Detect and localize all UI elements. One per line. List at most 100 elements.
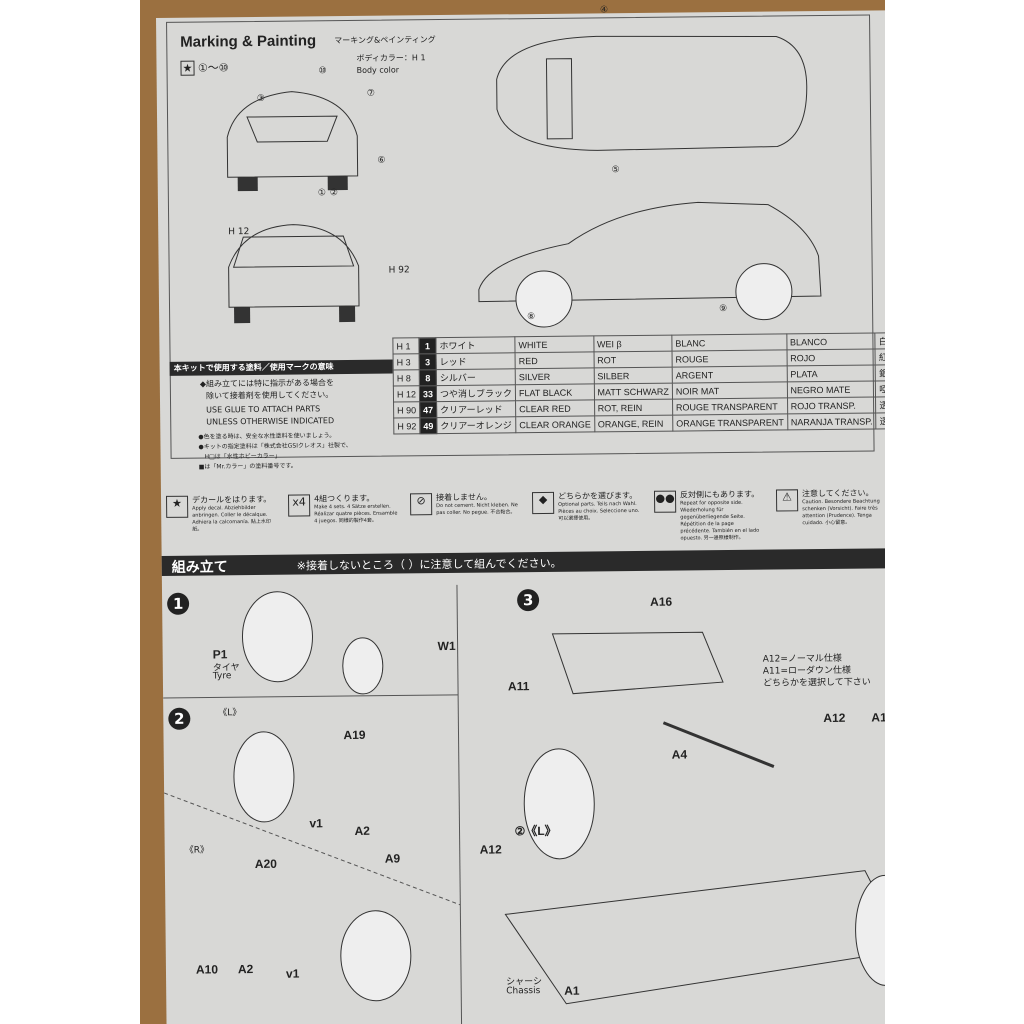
paint-cell: RED <box>515 351 594 369</box>
callout-9: ⑨ <box>719 304 728 315</box>
note-b3: H□は「水性ホビーカラー」 <box>204 452 281 461</box>
legend-text: Repeat for opposite side. Wiederholung f… <box>680 499 760 542</box>
paint-cell: 49 <box>419 417 437 434</box>
legend-jp: デカールをはります。 <box>192 494 272 505</box>
part-a4: A4 <box>671 747 688 762</box>
note-jp-2: 除いて接着剤を使用してください。 <box>205 390 334 401</box>
paint-cell: ROUGE <box>671 349 787 368</box>
callout-3: ③ <box>256 93 265 104</box>
part-a19: A19 <box>343 727 366 743</box>
part-a9: A9 <box>384 851 401 866</box>
legend-text: Apply decal. Abziehbilder anbringen. Col… <box>192 504 271 533</box>
paint-cell: CLEAR RED <box>515 399 595 417</box>
part-v1-r: v1 <box>285 966 300 981</box>
note-b2: ●キットの指定塗料は「株式会社GSIクレオス」社製で、 <box>198 441 352 451</box>
paint-cell: 透明橙色 <box>875 412 885 429</box>
step-2-badge: 2 <box>168 707 191 730</box>
tyre-label: Tyre <box>212 671 232 682</box>
paint-cell: MATT SCHWARZ <box>593 383 673 400</box>
assembly-heading: 組み立て <box>171 559 228 576</box>
paint-cell: 銀色 <box>875 364 885 381</box>
paint-cell: SILBER <box>593 367 673 384</box>
part-a12: A12 <box>479 842 502 857</box>
paint-cell: ROJO TRANSP. <box>787 396 876 414</box>
symbol-legend: ★デカールをはります。Apply decal. Abziehbilder anb… <box>166 488 885 556</box>
paint-cell: ORANGE, REIN <box>594 415 673 432</box>
paint-cell: 透明紅色 <box>875 396 885 413</box>
paint-cell: WHITE <box>514 335 594 353</box>
part-a1: A1 <box>564 983 580 998</box>
section-title-jp: マーキング&ペインティング <box>334 35 436 46</box>
callout-8: ⑧ <box>527 312 536 323</box>
legend-text: Do not cement. Nicht kleben. Ne pas coll… <box>436 502 518 517</box>
instruction-sheet-photo: Marking & Painting マーキング&ペインティング ★ ①～⑩ ボ… <box>140 0 885 1024</box>
part-w1: W1 <box>437 638 456 654</box>
legend-item: ★デカールをはります。Apply decal. Abziehbilder anb… <box>166 495 277 556</box>
paint-cell: PLATA <box>786 364 876 382</box>
step-1-badge: 1 <box>167 592 190 615</box>
step-3-badge: 3 <box>517 589 540 612</box>
caution-icon: ⚠ <box>775 489 799 512</box>
paint-cell: H 3 <box>393 353 420 371</box>
legend-text: Make 4 sets. 4 Sätze erstellen. Réalizar… <box>314 503 398 525</box>
opposite-side-icon: ●● <box>653 490 677 513</box>
legend-text: Optional parts. Teils nach Wahl. Pièces … <box>558 500 640 522</box>
note-en-2: UNLESS OTHERWISE INDICATED <box>206 416 335 427</box>
paint-cell: 3 <box>419 353 437 370</box>
paint-cell: ARGENT <box>672 365 787 384</box>
paint-cell: WEI β <box>593 335 672 352</box>
callout-4: ④ <box>599 5 609 16</box>
paint-cell: 33 <box>419 385 437 402</box>
paint-cell: SILVER <box>515 367 594 385</box>
left-side-label: 《L》 <box>218 708 242 719</box>
paint-cell: ROJO <box>786 348 876 366</box>
paint-cell: 1 <box>418 337 437 354</box>
paint-cell: CLEAR ORANGE <box>515 415 595 433</box>
paint-cell: 白色 <box>875 332 885 349</box>
paint-cell: H 90 <box>393 401 420 419</box>
decal-range: ①～⑩ <box>197 61 229 75</box>
paint-cell: ROT <box>593 351 673 368</box>
paint-cell: 47 <box>419 401 437 418</box>
part-a10: A10 <box>195 962 219 977</box>
note-en-1: USE GLUE TO ATTACH PARTS <box>206 404 321 415</box>
callout-10: ⑩ <box>318 66 327 77</box>
car-rear-view-drawing <box>226 91 359 192</box>
car-top-view-drawing <box>496 35 808 151</box>
paint-cell: レッド <box>436 352 516 370</box>
paint-cell: BLANC <box>671 333 787 352</box>
paint-cell: つや消しブラック <box>436 384 516 402</box>
paint-cell: ホワイト <box>435 336 516 354</box>
paint-cell: BLANCO <box>786 332 876 350</box>
legend-item: ⚠注意してください。Caution. Besondere Beachtung s… <box>775 488 885 549</box>
part-a16: A16 <box>650 594 673 609</box>
legend-text: Caution. Besondere Beachtung schenken (V… <box>802 498 880 527</box>
paint-cell: ORANGE TRANSPARENT <box>672 413 788 432</box>
note-b4: ■は「Mr.カラー」の塗料番号です。 <box>198 462 297 471</box>
paint-cell: FLAT BLACK <box>515 383 595 401</box>
paint-cell: クリアーオレンジ <box>436 416 516 434</box>
note-b1: ●色を塗る時は、安全な水性塗料を使いましょう。 <box>198 432 336 441</box>
callout-1: ① <box>317 188 326 199</box>
left-part-2: ②《L》 <box>514 823 557 839</box>
paint-h12-label: H 12 <box>228 227 250 238</box>
paint-cell: NOIR MAT <box>672 381 788 400</box>
callout-2: ② <box>329 188 338 199</box>
paint-cell: 啞黑色 <box>875 380 885 397</box>
assembly-note: ※接着しないところ（ ）に注意して組んでください。 <box>296 556 562 573</box>
legend-item: ●●反対側にもあります。Repeat for opposite side. Wi… <box>653 489 765 551</box>
optional-parts-icon: ◆ <box>531 491 555 515</box>
right-side-label: 《R》 <box>184 845 210 856</box>
paint-cell: NARANJA TRANSP. <box>787 412 877 430</box>
paints-heading: 本キットで使用する塗料／使用マークの意味 <box>169 359 393 376</box>
paint-cell: NEGRO MATE <box>786 380 876 398</box>
body-color-label: Body color <box>356 65 400 75</box>
paint-cell: H 8 <box>393 369 420 387</box>
legend-item: ◆どちらかを選びます。Optional parts. Teils nach Wa… <box>531 491 643 552</box>
legend-jp: 反対側にもあります。 <box>679 489 760 500</box>
part-v1: v1 <box>309 816 323 831</box>
paint-cell: H 12 <box>393 385 420 403</box>
paint-cell: ROT, REIN <box>594 399 673 416</box>
